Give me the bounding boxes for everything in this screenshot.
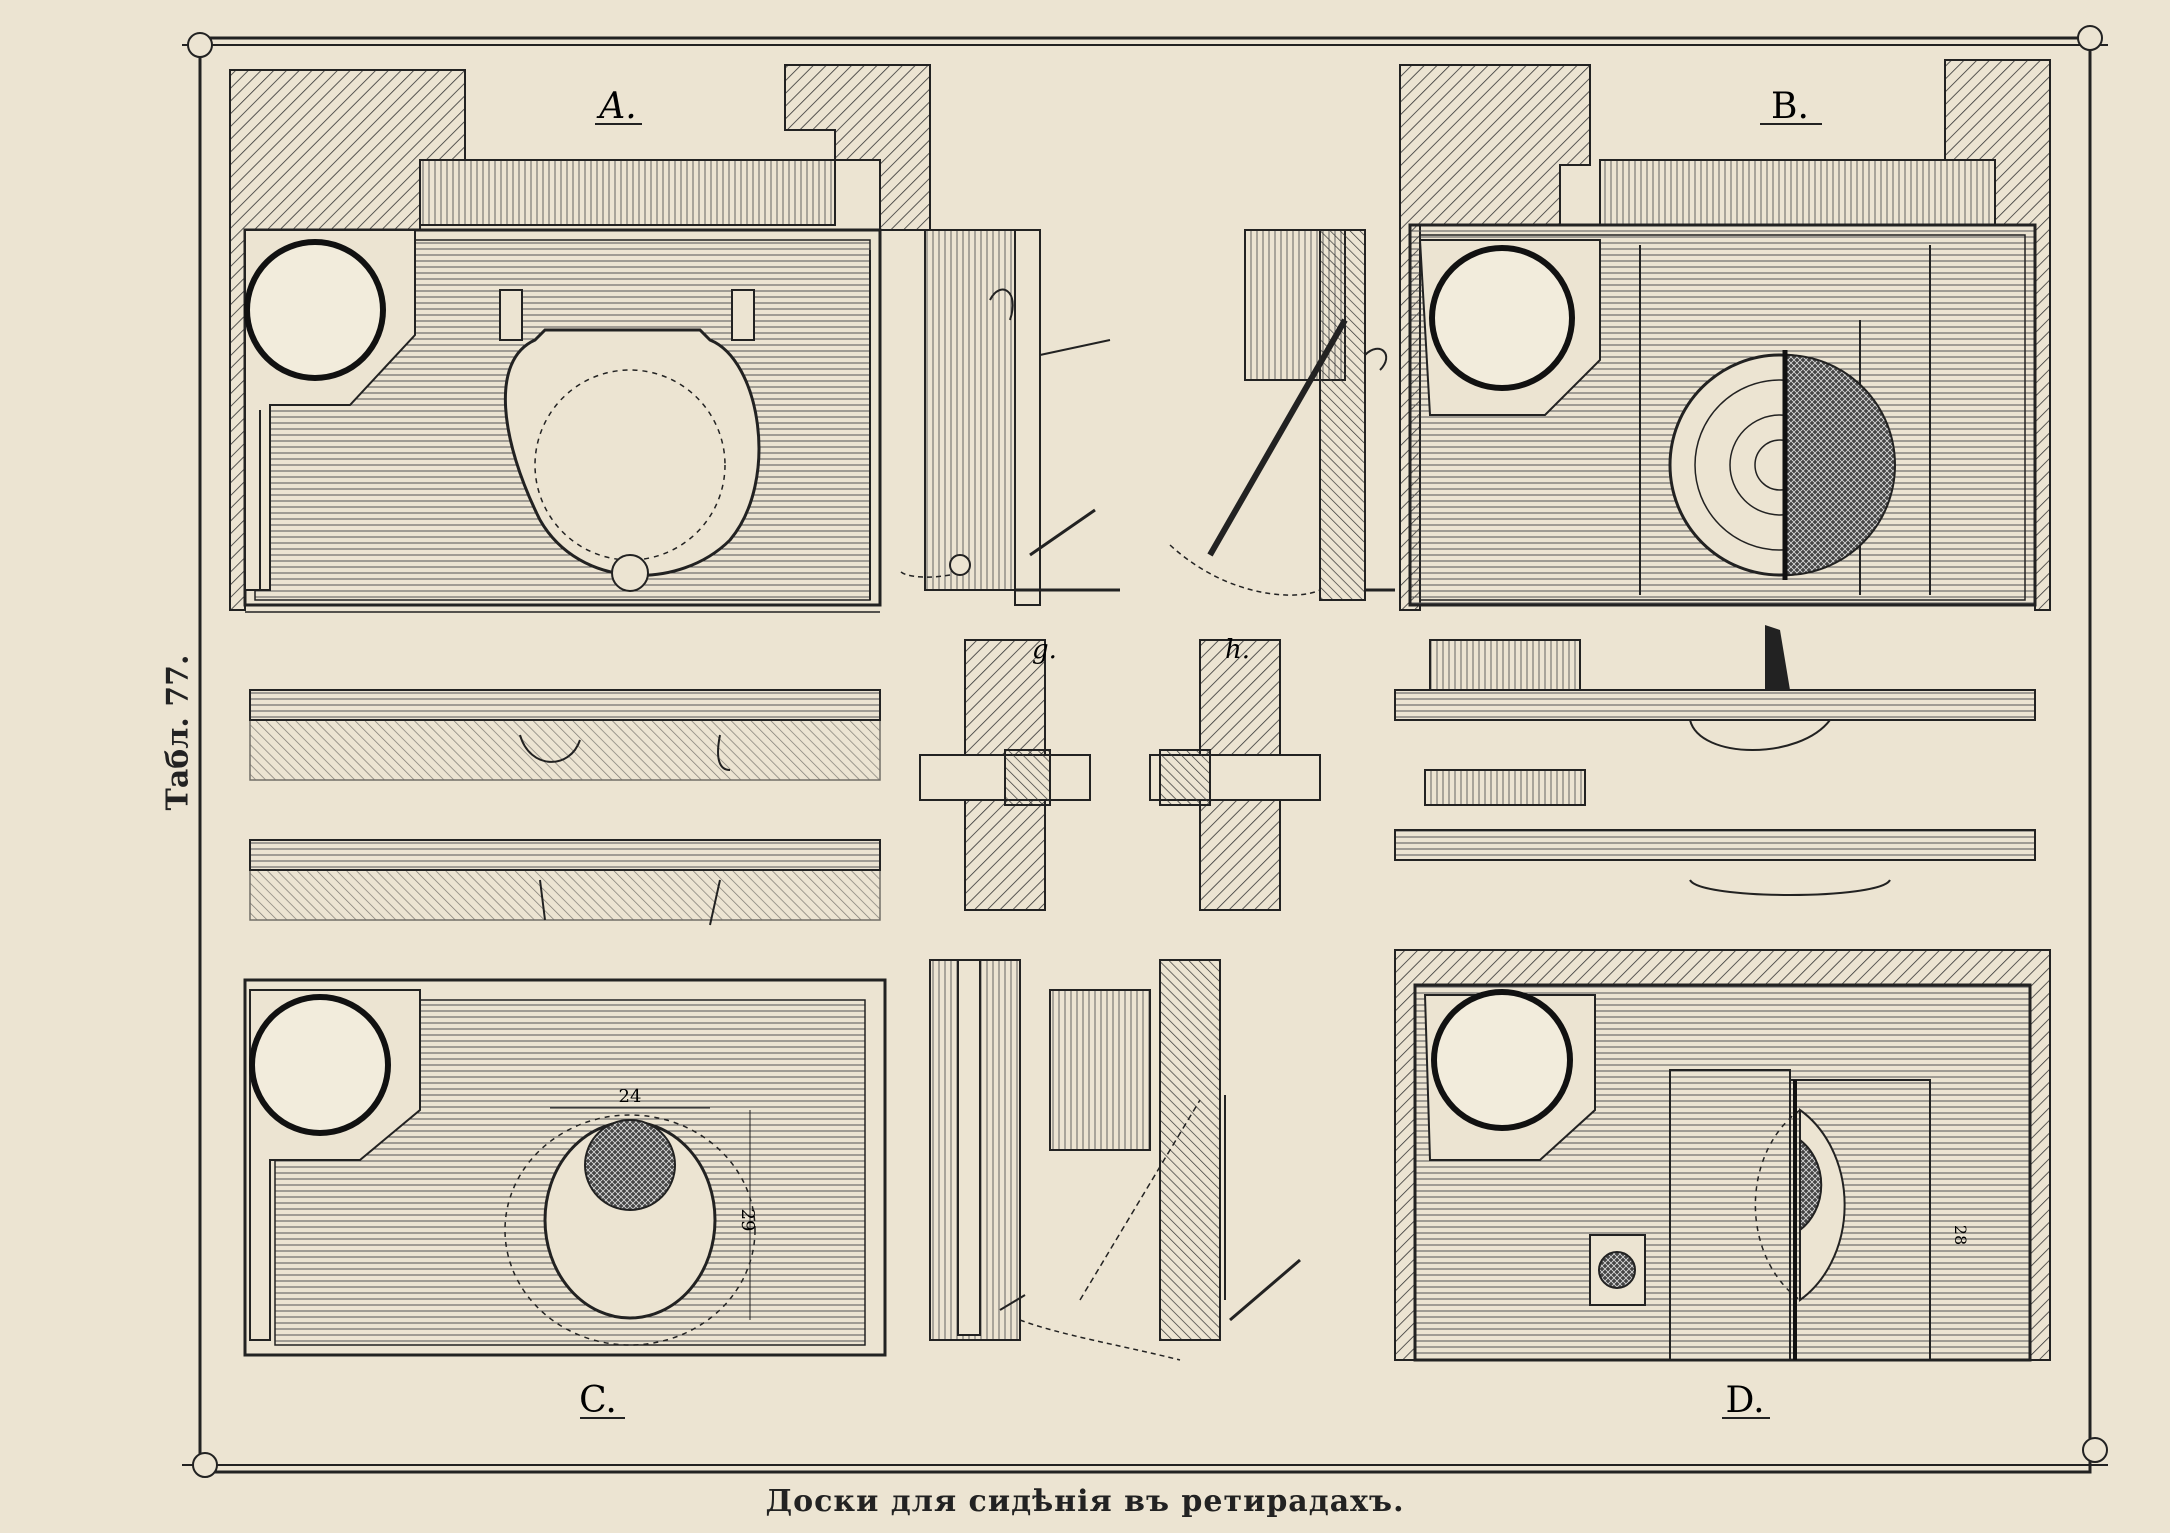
section-c-side: [929, 959, 1181, 1361]
section-g-label: g.: [1032, 635, 1057, 665]
figure-d-height: 28: [1951, 1225, 1970, 1245]
plate-caption: Доски для сидѣнія въ ретирадахъ.: [765, 1484, 1405, 1519]
figure-a-label: A.: [596, 86, 636, 127]
section-b-elevation: [1394, 625, 2036, 896]
section-h-label: h.: [1225, 635, 1250, 665]
figure-d-label: D.: [1725, 1380, 1764, 1421]
section-d-side: [1049, 959, 1301, 1341]
figure-c-width: 24: [619, 1086, 642, 1107]
section-h: [1149, 639, 1321, 911]
figure-a-plan: [229, 64, 931, 613]
figure-d-plan: [1394, 949, 2051, 1362]
figure-c-label: C.: [579, 1380, 617, 1421]
section-a-elevation: [249, 689, 881, 926]
section-g: [919, 639, 1091, 911]
section-b-side: [1169, 229, 1395, 601]
figure-c-height: 29: [737, 1209, 758, 1232]
section-a-side: [899, 229, 1120, 606]
figure-b-plan: [1399, 59, 2051, 611]
figure-c-plan: [243, 978, 887, 1357]
figure-b-label: B.: [1771, 86, 1809, 127]
plate-frame: [182, 25, 2108, 1478]
